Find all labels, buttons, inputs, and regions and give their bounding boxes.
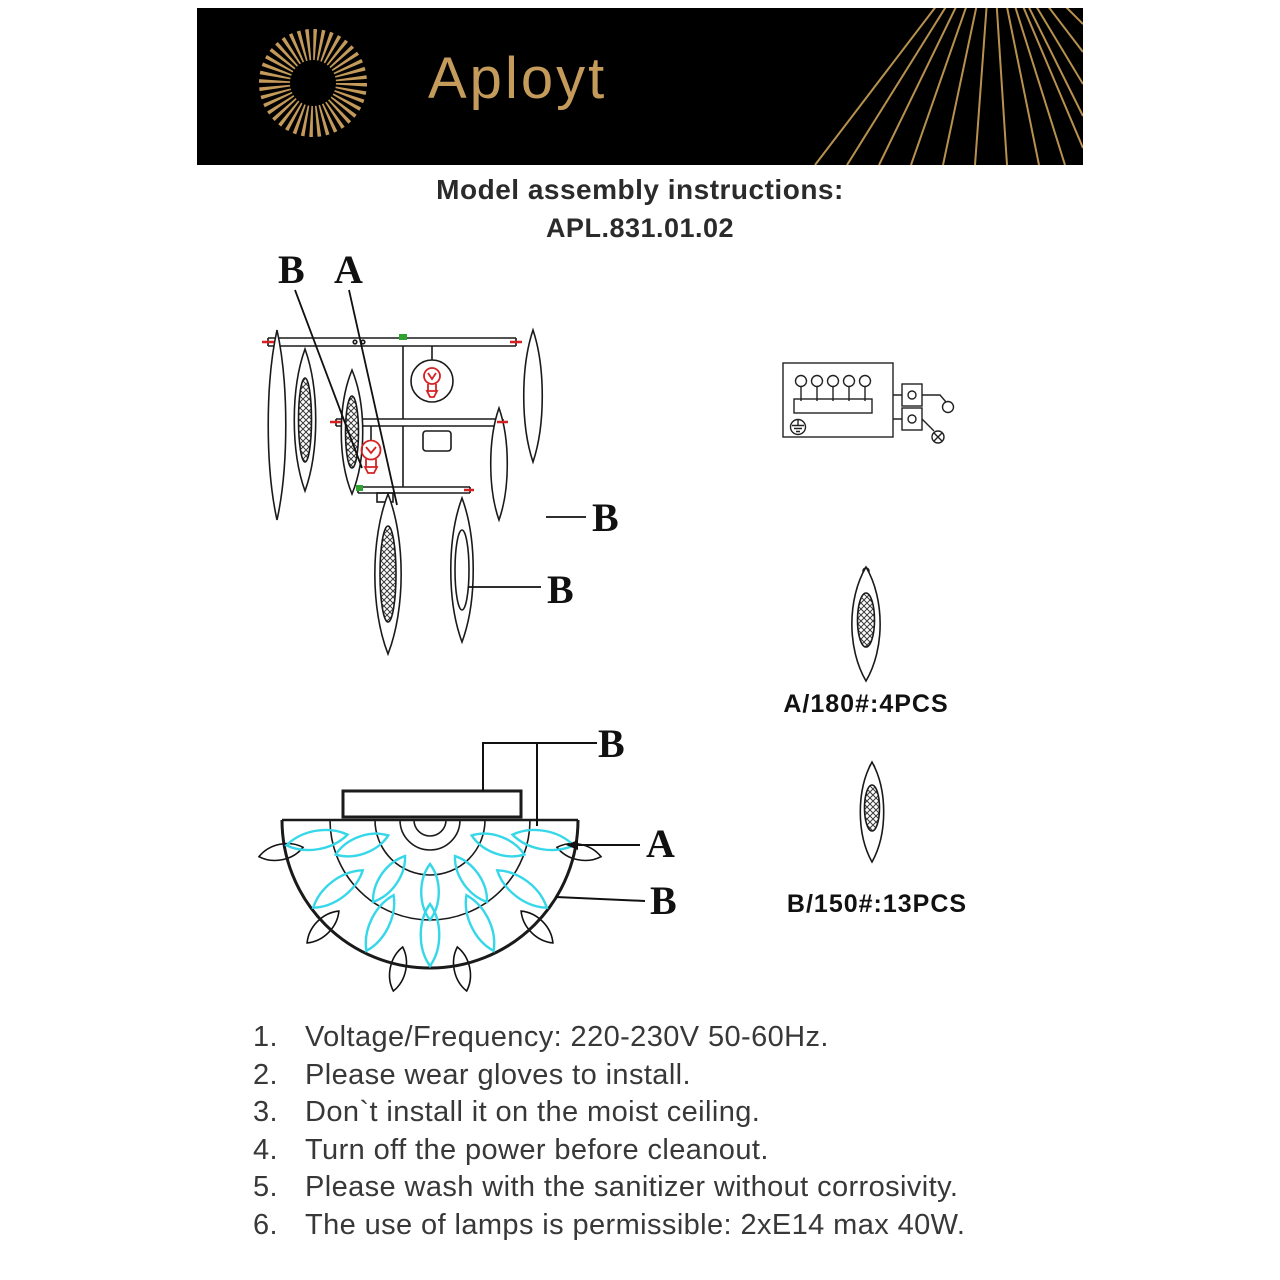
instruction-item: 6. The use of lamps is permissible: 2xE1… <box>253 1209 965 1247</box>
bulb-icon <box>360 439 382 474</box>
instruction-list: 1. Voltage/Frequency: 220-230V 50-60Hz. … <box>253 1021 965 1247</box>
assembly-diagram <box>266 328 544 656</box>
part-a-label: A/180#:4PCS <box>783 690 948 718</box>
assembly-labels: B A B B <box>278 247 619 612</box>
instruction-item: 4. Turn off the power before cleanout. <box>253 1134 965 1172</box>
plan-diagram: B A B <box>256 721 677 994</box>
crystal-leaf <box>489 407 509 521</box>
rays-decoration-icon <box>814 8 1083 165</box>
brand-banner: Aployt <box>197 8 1083 165</box>
instruction-number: 6. <box>253 1208 278 1241</box>
ground-symbol-icon <box>789 418 807 436</box>
instruction-text: The use of lamps is permissible: 2xE14 m… <box>305 1208 966 1241</box>
part-b-label: B/150#:13PCS <box>787 890 967 918</box>
green-markers <box>356 334 407 491</box>
part-a-figure <box>850 565 882 683</box>
instruction-number: 2. <box>253 1058 278 1091</box>
instruction-text: Please wear gloves to install. <box>305 1058 691 1091</box>
lamp-symbol-icon <box>931 430 945 444</box>
instruction-number: 4. <box>253 1133 278 1166</box>
sunburst-logo-icon <box>259 29 367 137</box>
label-b-right-upper: B <box>592 495 619 540</box>
bulb-icon <box>423 367 441 398</box>
instruction-number: 3. <box>253 1096 278 1129</box>
cyan-crystals <box>283 824 577 968</box>
instruction-item: 2. Please wear gloves to install. <box>253 1059 965 1097</box>
label-a-top: A <box>334 247 363 292</box>
label-b-right-lower: B <box>547 567 574 612</box>
instruction-item: 3. Don`t install it on the moist ceiling… <box>253 1096 965 1134</box>
instruction-number: 1. <box>253 1021 278 1053</box>
instruction-number: 5. <box>253 1171 278 1204</box>
part-b-figure <box>859 761 885 863</box>
page-title: Model assembly instructions: <box>436 174 844 205</box>
model-number: APL.831.01.02 <box>545 213 735 243</box>
crystal-leaf <box>449 496 475 644</box>
crystal-leaf <box>266 328 288 522</box>
crystal-leaf <box>522 328 544 464</box>
title-block: Model assembly instructions: APL.831.01.… <box>0 174 1280 244</box>
red-clips-and-bulbs <box>262 340 522 492</box>
instruction-text: Turn off the power before cleanout. <box>305 1133 769 1166</box>
instruction-text: Don`t install it on the moist ceiling. <box>305 1096 761 1129</box>
instruction-text: Please wash with the sanitizer without c… <box>305 1171 959 1204</box>
label-b-top: B <box>278 247 305 292</box>
instruction-text: Voltage/Frequency: 220-230V 50-60Hz. <box>305 1021 829 1053</box>
plan-label-b-bottom: B <box>650 878 677 923</box>
plan-label-b-top: B <box>598 721 625 766</box>
wiring-diagram <box>782 362 955 444</box>
instruction-item: 5. Please wash with the sanitizer withou… <box>253 1171 965 1209</box>
instruction-item: 1. Voltage/Frequency: 220-230V 50-60Hz. <box>253 1021 965 1059</box>
brand-logo-text: Aployt <box>428 46 608 111</box>
plan-label-a: A <box>646 821 675 866</box>
banner-decoration <box>259 8 1083 165</box>
